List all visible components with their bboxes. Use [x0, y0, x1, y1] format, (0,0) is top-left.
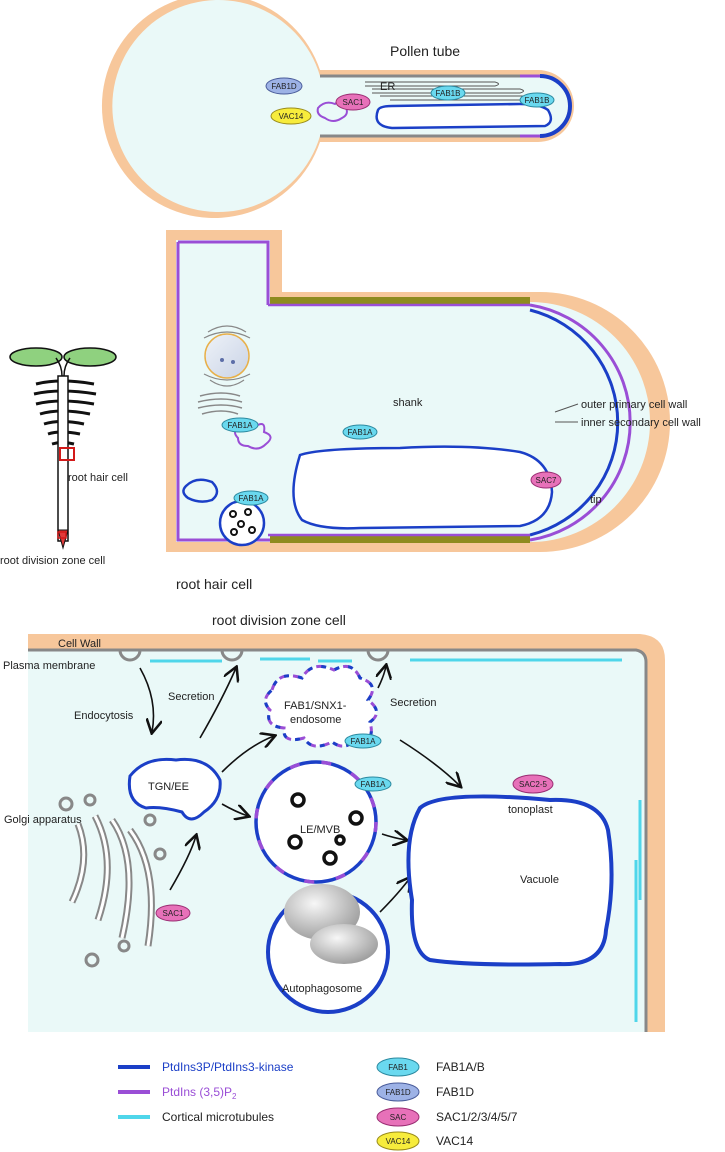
- svg-text:VAC14: VAC14: [279, 112, 304, 121]
- chip-division-sac1: SAC1: [155, 904, 191, 922]
- secretion-label-2: Secretion: [390, 697, 436, 709]
- chip-fab1b-1: FAB1B: [430, 85, 466, 101]
- tonoplast-label: tonoplast: [508, 804, 553, 816]
- svg-text:FAB1B: FAB1B: [436, 89, 461, 98]
- lemvb-label: LE/MVB: [300, 824, 340, 836]
- legend-chip-vac14: VAC14: [376, 1131, 420, 1151]
- legend-chip-fab1: FAB1: [376, 1057, 420, 1077]
- chip-sac1-pollen: SAC1: [335, 93, 371, 111]
- endosome-label-2: endosome: [290, 714, 341, 726]
- tgn-label: TGN/EE: [148, 781, 189, 793]
- seedling-division-label: root division zone cell: [0, 555, 105, 567]
- vacuole-label: Vacuole: [520, 874, 559, 886]
- plasma-membrane: [28, 648, 648, 1032]
- legend-microtubules-label: Cortical microtubules: [162, 1110, 274, 1124]
- svg-text:FAB1A: FAB1A: [361, 780, 387, 789]
- svg-text:FAB1D: FAB1D: [271, 82, 297, 91]
- vacuole: [406, 794, 614, 967]
- chip-sac2-5: SAC2-5: [512, 774, 554, 794]
- pollen-tip-membrane: [539, 74, 572, 138]
- secondary-wall-top: [270, 297, 530, 304]
- chip-sac7: SAC7: [530, 471, 562, 489]
- secondary-wall-bottom: [270, 536, 530, 543]
- legend-fab1-label: FAB1A/B: [436, 1060, 485, 1074]
- chip-division-fab1a-1: FAB1A: [344, 733, 382, 749]
- legend-chip-sac: SAC: [376, 1107, 420, 1127]
- chip-division-fab1a-2: FAB1A: [354, 776, 392, 792]
- pollen-tube-panel: ER Pollen tube FAB1D SAC1 VAC14 FAB1B FA…: [101, 0, 574, 218]
- svg-text:FAB1A: FAB1A: [351, 737, 377, 746]
- shank-label: shank: [393, 397, 423, 409]
- chip-vac14: VAC14: [270, 107, 312, 125]
- fab1-snx1-endosome: [264, 664, 378, 748]
- legend-chip-fab1d: FAB1D: [376, 1082, 420, 1102]
- division-zone-marker: [57, 531, 67, 539]
- er-label: ER: [380, 81, 395, 93]
- roothair-golgi: [197, 392, 243, 415]
- legend-pi35p2-label: PtdIns (3,5)P2: [162, 1085, 237, 1101]
- svg-text:FAB1A: FAB1A: [348, 428, 374, 437]
- chip-roothair-fab1a-3: FAB1A: [233, 490, 269, 506]
- chip-fab1b-2: FAB1B: [519, 92, 555, 108]
- chip-roothair-fab1a-2: FAB1A: [342, 424, 378, 440]
- plasma-membrane-label: Plasma membrane: [3, 660, 95, 672]
- division-title: root division zone cell: [212, 612, 346, 628]
- vesicle-icon: [118, 649, 390, 662]
- autophagosome-label: Autophagosome: [282, 983, 362, 995]
- legend: PtdIns3P/PtdIns3-kinase PtdIns (3,5)P2 C…: [118, 1057, 518, 1151]
- legend-pi3p-label: PtdIns3P/PtdIns3-kinase: [162, 1060, 294, 1074]
- svg-text:VAC14: VAC14: [386, 1137, 411, 1146]
- svg-text:SAC2-5: SAC2-5: [519, 780, 548, 789]
- pollen-vacuole: [375, 102, 553, 130]
- pollen-pi35p2-endosome: [316, 99, 348, 122]
- er-lines: [365, 81, 530, 101]
- golgi-apparatus-inner: [70, 815, 153, 947]
- roothair-pi3p-vesicle: [182, 478, 219, 503]
- endocytosis-label: Endocytosis: [74, 710, 134, 722]
- svg-text:FAB1D: FAB1D: [385, 1088, 411, 1097]
- cell-wall-label: Cell Wall: [58, 638, 101, 650]
- outer-wall-label: outer primary cell wall: [581, 399, 687, 411]
- legend-fab1d-label: FAB1D: [436, 1085, 474, 1099]
- roothair-vacuole: [292, 445, 554, 530]
- nucleus: [204, 333, 250, 379]
- inner-wall-label: inner secondary cell wall: [581, 417, 701, 429]
- tip-label: tip: [590, 494, 602, 506]
- roothair-zone-marker: [59, 447, 75, 461]
- golgi-label: Golgi apparatus: [4, 814, 82, 826]
- endosome-label-1: FAB1/SNX1-: [284, 700, 347, 712]
- seedling-icon: root hair cell root division zone cell: [0, 347, 128, 567]
- svg-text:SAC1: SAC1: [343, 98, 364, 107]
- svg-text:FAB1A: FAB1A: [239, 494, 265, 503]
- division-panel: root division zone cell Cell Wall Plasma…: [3, 612, 665, 1032]
- legend-vac14-label: VAC14: [436, 1134, 473, 1148]
- roothair-title: root hair cell: [176, 576, 252, 592]
- svg-text:FAB1: FAB1: [388, 1063, 408, 1072]
- root-hair-panel: FAB1A FAB1A FAB1A SAC7 shank tip outer p…: [166, 230, 701, 592]
- svg-text:SAC: SAC: [390, 1113, 407, 1122]
- chip-roothair-fab1a-1: FAB1A: [221, 417, 259, 433]
- tgn-ee: [127, 757, 222, 821]
- microtubules: [150, 657, 642, 1022]
- seedling-roothair-label: root hair cell: [68, 472, 128, 484]
- svg-text:SAC1: SAC1: [163, 909, 184, 918]
- svg-text:FAB1A: FAB1A: [228, 421, 254, 430]
- svg-text:SAC7: SAC7: [536, 476, 557, 485]
- secretion-label-1: Secretion: [168, 691, 214, 703]
- pollen-title: Pollen tube: [390, 43, 460, 59]
- roothair-mvb: [218, 499, 266, 547]
- chip-fab1d: FAB1D: [265, 77, 303, 95]
- legend-sac-label: SAC1/2/3/4/5/7: [436, 1110, 518, 1124]
- svg-text:FAB1B: FAB1B: [525, 96, 550, 105]
